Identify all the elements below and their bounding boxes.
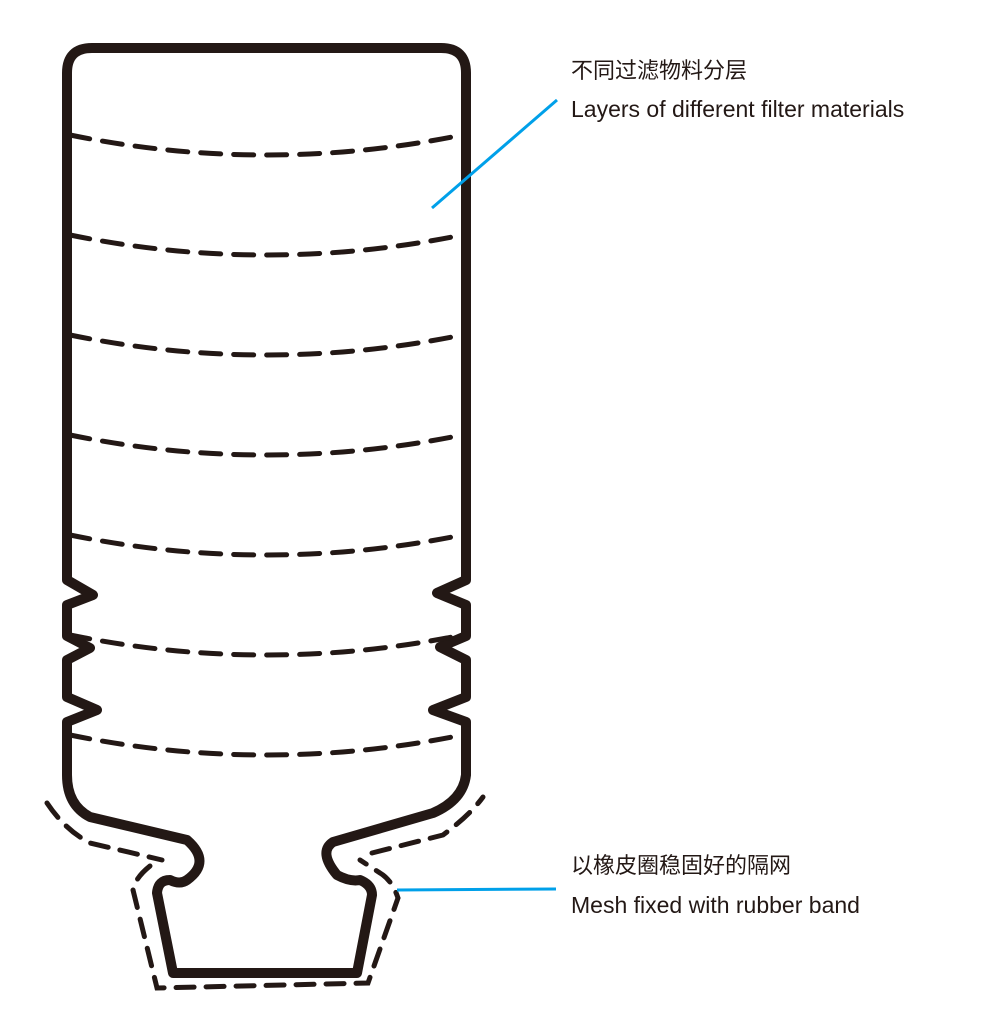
bottle-outline [62,43,471,978]
filter-layer-line [67,732,465,758]
filter-layer-line [67,532,465,558]
mesh-label-en: Mesh fixed with rubber band [571,892,860,918]
filter-layer-line [67,632,465,658]
filter-layer-lines [67,132,465,758]
mesh-leader-line [396,887,557,892]
mesh-label-zh: 以橡皮圈稳固好的隔网 [571,854,792,879]
layers-leader-line [431,98,558,210]
layers-label-zh: 不同过滤物料分层 [571,59,748,84]
mesh-dashed-outline [44,794,486,991]
filter-layer-line [67,132,465,158]
filter-layer-line [67,332,465,358]
layers-label-en: Layers of different filter materials [571,96,905,122]
filter-layer-line [67,232,465,258]
filter-layer-line [67,432,465,458]
